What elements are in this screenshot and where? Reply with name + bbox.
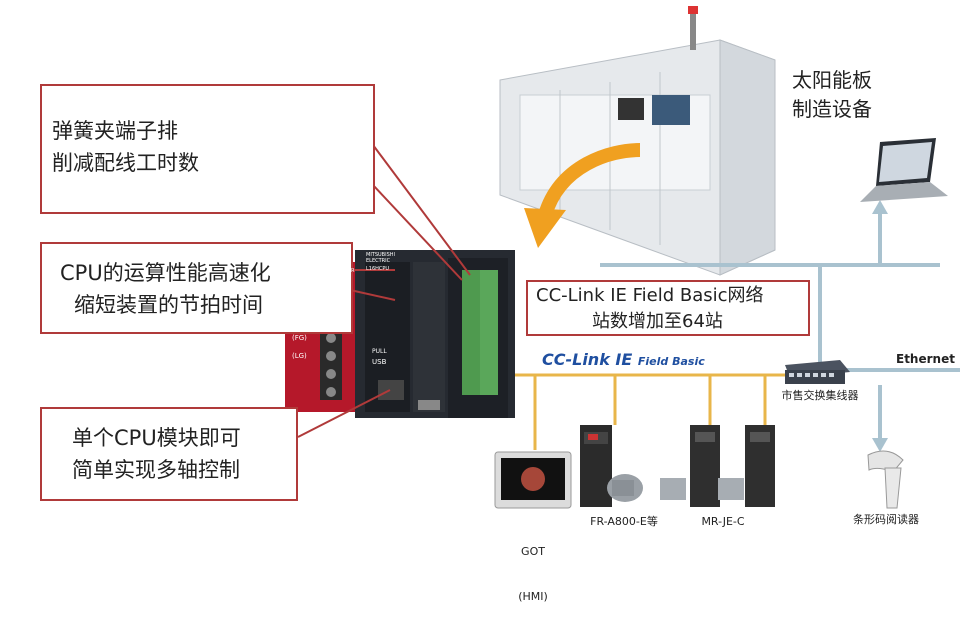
hub-label: 市售交换集线器: [781, 389, 859, 402]
barcode-reader-image: [867, 450, 904, 509]
machine-label-line1: 太阳能板: [792, 68, 872, 92]
laptop-link-arrow: [872, 200, 888, 214]
plc-brand: MITSUBISHI ELECTRIC: [366, 252, 395, 264]
cclink-logo-sub: Field Basic: [637, 355, 705, 368]
flow-arrow-shaft: [538, 143, 641, 218]
solar-panel-machine-image: [499, 6, 776, 276]
machine-label: 太阳能板 制造设备: [792, 66, 872, 124]
plc-module-image: [285, 250, 515, 418]
ethernet-label: Ethernet: [896, 352, 955, 366]
plc-lg: (LG): [292, 352, 307, 360]
plc-fg: (FG): [292, 334, 307, 342]
callout-cclink: CC-Link IE Field Basic网络 站数增加至64站: [526, 280, 810, 336]
got-label: GOT (HMI): [505, 514, 561, 619]
cclink-logo-main: CC-Link IE: [542, 350, 633, 369]
callout-cclink-line1: CC-Link IE Field Basic网络: [536, 285, 764, 306]
machine-label-line2: 制造设备: [792, 97, 872, 121]
got-label-line1: GOT: [521, 545, 545, 558]
callout-multi-axis-line2: 简单实现多轴控制: [72, 458, 240, 482]
got-label-line2: (HMI): [518, 590, 548, 603]
plc-pull: PULL: [372, 348, 387, 355]
callout-terminal-line2: 削减配线工时数: [52, 151, 199, 175]
callout-cpu-speed-line1: CPU的运算性能高速化: [60, 261, 271, 285]
servo-amplifier-images: [660, 425, 775, 507]
servo-label: MR-JE-C: [701, 515, 745, 528]
network-hub-image: [785, 360, 850, 384]
inverter-image: [580, 425, 643, 507]
callout-cpu-speed-line2: 缩短装置的节拍时间: [74, 293, 263, 317]
plc-usb: USB: [372, 358, 387, 366]
callout-multi-axis: 单个CPU模块即可 简单实现多轴控制: [40, 407, 298, 501]
laptop-image: [860, 138, 948, 202]
ethernet-lines: [600, 212, 960, 440]
got-hmi-image: [494, 451, 572, 509]
plc-model: L16HCPU: [366, 266, 390, 272]
inverter-label: FR-A800-E等: [590, 515, 658, 528]
barcode-label: 条形码阅读器: [853, 513, 919, 526]
callout-terminal: 弹簧夹端子排 削减配线工时数: [40, 84, 375, 214]
callout-cclink-line2: 站数增加至64站: [592, 311, 723, 332]
plc-power: POWER: [336, 268, 355, 274]
cclink-logo: CC-Link IE Field Basic: [542, 350, 705, 369]
callout-terminal-line1: 弹簧夹端子排: [52, 119, 178, 143]
callout-multi-axis-line1: 单个CPU模块即可: [72, 426, 241, 450]
callout-pointers: [297, 144, 471, 438]
flow-arrow-head: [524, 208, 566, 248]
cclink-network-lines: [515, 373, 785, 450]
barcode-link-arrow: [872, 438, 888, 452]
callout-cpu-speed: CPU的运算性能高速化 缩短装置的节拍时间: [40, 242, 353, 334]
